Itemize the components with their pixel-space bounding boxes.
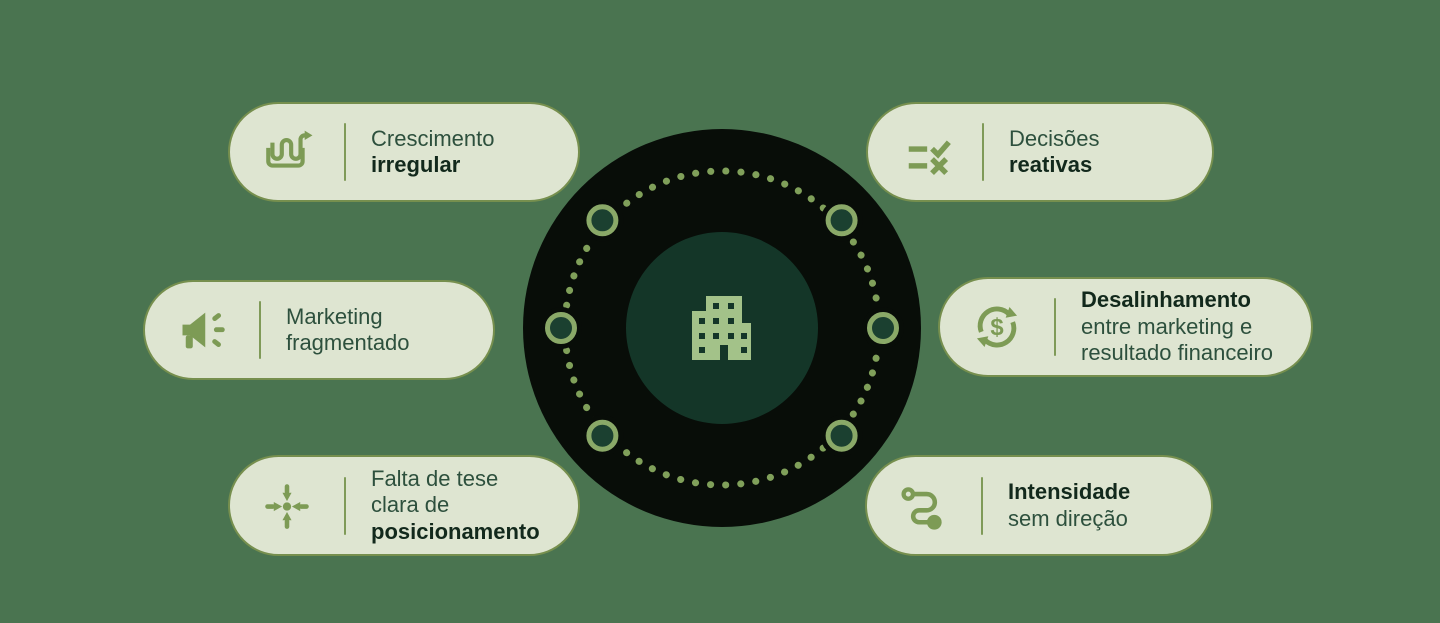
orbit-node bbox=[825, 204, 858, 237]
pill-text: Desalinhamento entre marketing e resulta… bbox=[1056, 287, 1273, 367]
orbit-node bbox=[545, 312, 577, 344]
problem-pill-marketing-fragmentado: Marketing fragmentado bbox=[143, 280, 495, 380]
orbit-node bbox=[586, 204, 619, 237]
pill-divider bbox=[1054, 298, 1056, 356]
pill-line: Falta de tese bbox=[371, 465, 499, 491]
pill-text: Falta de tese clara de posicionamento bbox=[346, 466, 540, 546]
problem-pill-falta-de-tese: Falta de tese clara de posicionamento bbox=[228, 455, 580, 556]
pill-text: Crescimento irregular bbox=[346, 126, 494, 179]
pill-divider bbox=[981, 476, 983, 535]
pill-line: clara de bbox=[371, 492, 450, 518]
winding-path-icon bbox=[867, 480, 981, 532]
converging-arrows-icon bbox=[230, 480, 344, 532]
pill-line: Crescimento bbox=[371, 125, 495, 151]
irregular-growth-arrow-icon bbox=[230, 126, 344, 178]
pill-line: sem direção bbox=[1008, 505, 1128, 531]
pill-divider bbox=[344, 123, 346, 181]
orbit-node bbox=[586, 419, 619, 452]
pill-line: Intensidade bbox=[1008, 479, 1131, 504]
pill-divider bbox=[344, 476, 346, 535]
pill-line: irregular bbox=[371, 152, 461, 177]
problem-pill-desalinhamento: $ Desalinhamento entre marketing e resul… bbox=[938, 277, 1313, 377]
pill-line: Marketing bbox=[286, 303, 383, 329]
pill-text: Intensidade sem direção bbox=[983, 479, 1130, 532]
pill-divider bbox=[259, 301, 261, 359]
pill-line: fragmentado bbox=[286, 330, 410, 355]
orbit-node bbox=[825, 419, 858, 452]
check-x-list-icon bbox=[868, 126, 982, 178]
orbit-node bbox=[867, 312, 899, 344]
building-icon bbox=[692, 296, 751, 360]
problem-pill-crescimento-irregular: Crescimento irregular bbox=[228, 102, 580, 202]
pill-text: Decisões reativas bbox=[984, 126, 1099, 179]
pill-line: reativas bbox=[1009, 152, 1093, 177]
pill-divider bbox=[982, 123, 984, 181]
problem-pill-intensidade: Intensidade sem direção bbox=[865, 455, 1213, 556]
pill-line: entre marketing e bbox=[1081, 313, 1253, 339]
svg-text:$: $ bbox=[990, 314, 1003, 341]
pill-line: Decisões bbox=[1009, 125, 1100, 151]
pill-line: resultado financeiro bbox=[1081, 340, 1274, 366]
pill-line: posicionamento bbox=[371, 518, 540, 544]
problem-pill-decisoes-reativas: Decisões reativas bbox=[866, 102, 1214, 202]
pill-text: Marketing fragmentado bbox=[261, 304, 410, 357]
orbit-nodes bbox=[545, 204, 899, 452]
megaphone-icon bbox=[145, 304, 259, 356]
pill-line: Desalinhamento bbox=[1081, 287, 1251, 313]
center-orbit-graphic bbox=[523, 129, 921, 527]
dollar-cycle-icon: $ bbox=[940, 301, 1054, 353]
